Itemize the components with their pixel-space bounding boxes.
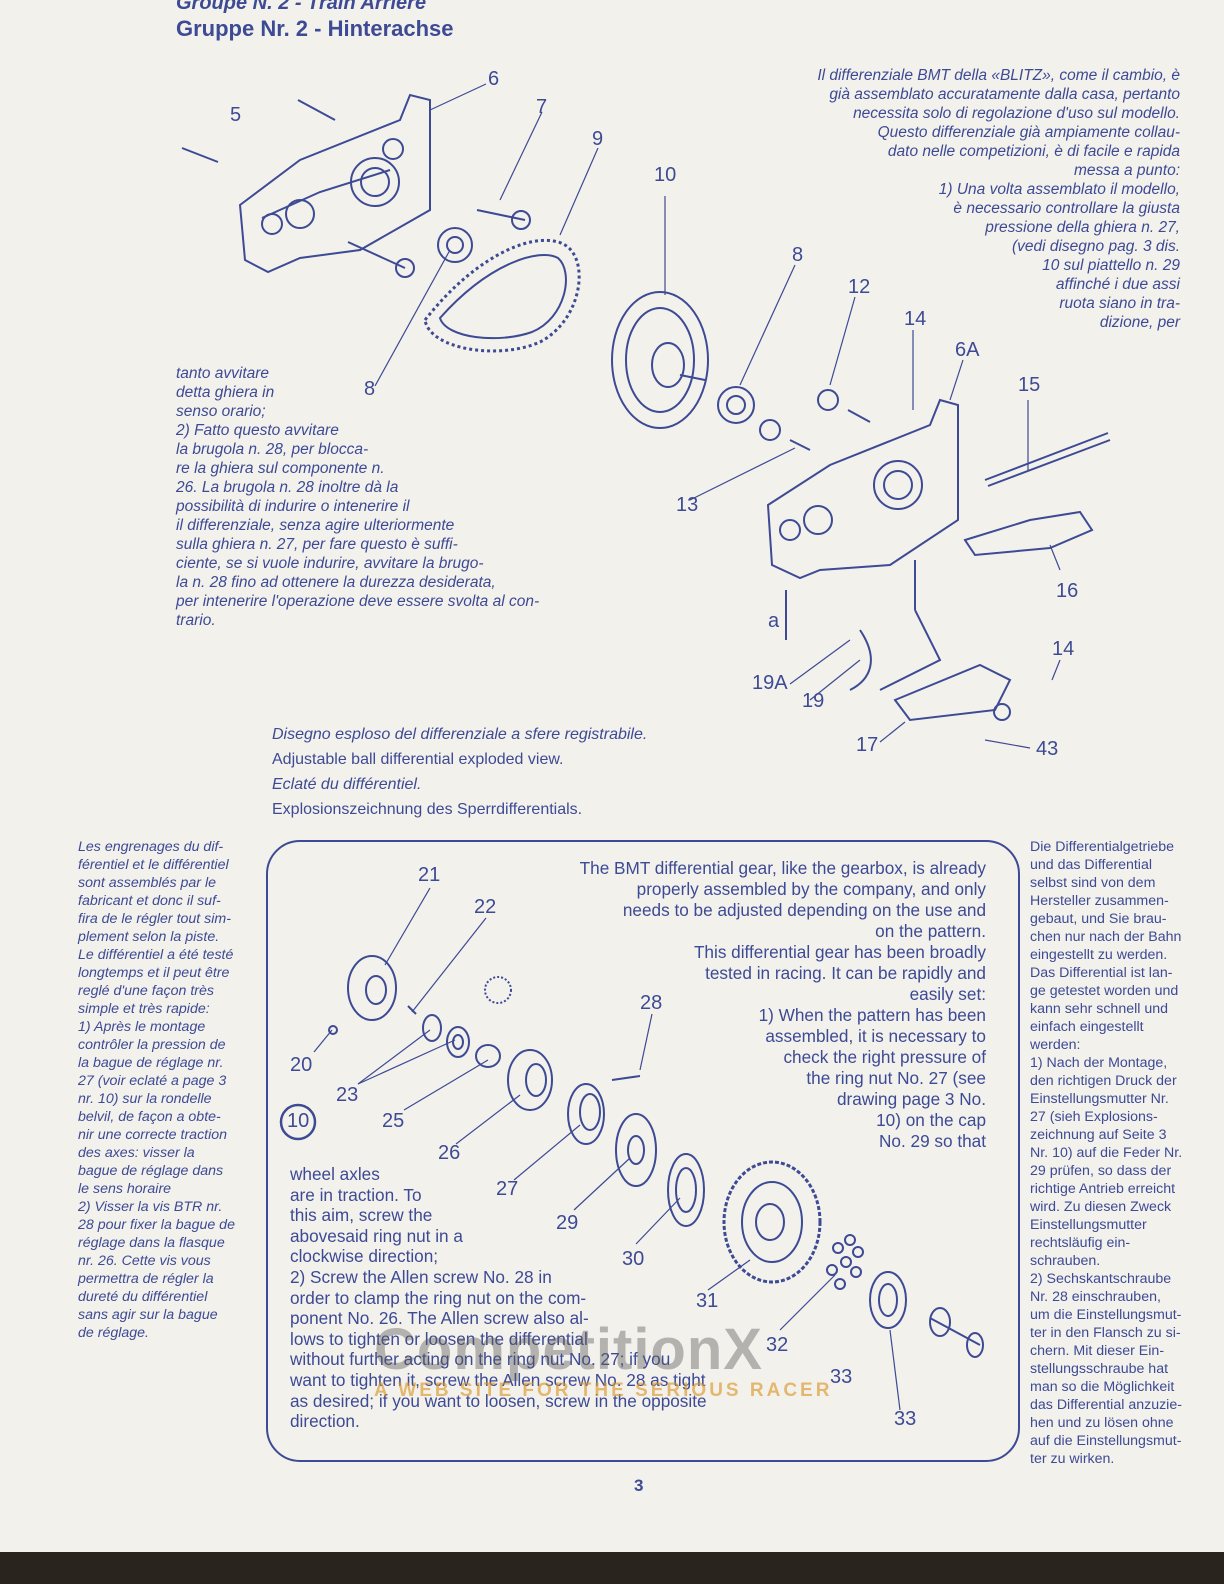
bulkhead-6-drawing bbox=[181, 93, 531, 278]
label-8-right: 8 bbox=[792, 244, 804, 266]
label-19: 19 bbox=[802, 690, 825, 712]
english-text-right: The BMT differential gear, like the gear… bbox=[579, 858, 986, 1151]
label-a: a bbox=[768, 610, 780, 632]
belt-9-drawing bbox=[423, 238, 581, 353]
label-31: 31 bbox=[696, 1290, 719, 1312]
label-19A: 19A bbox=[752, 672, 788, 694]
label-8-left: 8 bbox=[364, 378, 376, 400]
box-leader-lines bbox=[313, 887, 901, 1411]
page-number: 3 bbox=[634, 1476, 644, 1495]
label-33-upper: 33 bbox=[830, 1366, 853, 1388]
german-text: Die Differentialgetriebe und das Differe… bbox=[1030, 839, 1183, 1467]
label-29: 29 bbox=[556, 1212, 579, 1234]
leader-lines bbox=[374, 83, 1061, 749]
label-12: 12 bbox=[848, 276, 871, 298]
label-21: 21 bbox=[418, 864, 441, 886]
label-16: 16 bbox=[1056, 580, 1079, 602]
label-33: 33 bbox=[894, 1408, 917, 1430]
label-23: 23 bbox=[336, 1084, 359, 1106]
caption-italian: Disegno esploso del differenziale a sfer… bbox=[272, 726, 648, 743]
label-30: 30 bbox=[622, 1248, 645, 1270]
label-32: 32 bbox=[766, 1334, 789, 1356]
figure-10-badge: 10 bbox=[287, 1110, 310, 1132]
label-25: 25 bbox=[382, 1110, 405, 1132]
differential-detail-box bbox=[266, 840, 1020, 1462]
page-bottom-edge bbox=[0, 1552, 1224, 1584]
label-14-bottom: 14 bbox=[1052, 638, 1075, 660]
label-15: 15 bbox=[1018, 374, 1041, 396]
label-7: 7 bbox=[536, 96, 548, 118]
parts-drawing bbox=[328, 955, 984, 1358]
bulkhead-6A-drawing bbox=[766, 398, 1111, 580]
caption-french: Eclaté du différentiel. bbox=[272, 776, 422, 793]
italian-text-left: tanto avvitare detta ghiera in senso ora… bbox=[176, 365, 540, 629]
diagram-captions: Disegno esploso del differenziale a sfer… bbox=[272, 722, 647, 822]
italian-text-right: Il differenziale BMT della «BLITZ», come… bbox=[817, 67, 1180, 331]
label-6: 6 bbox=[488, 68, 500, 90]
caption-english: Adjustable ball differential exploded vi… bbox=[272, 751, 564, 768]
arms-drawing bbox=[785, 510, 1094, 722]
watermark-tagline: A WEB SITE FOR THE SERIOUS RACER bbox=[374, 1380, 833, 1401]
french-text: Les engrenages du dif- férentiel et le d… bbox=[78, 839, 235, 1341]
group-title-fr: Groupe N. 2 - Train Arrière bbox=[176, 0, 427, 14]
label-10: 10 bbox=[654, 164, 677, 186]
label-6A: 6A bbox=[955, 339, 980, 361]
label-17: 17 bbox=[856, 734, 879, 756]
watermark-brand: CompetitionX bbox=[374, 1317, 763, 1382]
label-14-top: 14 bbox=[904, 308, 927, 330]
label-28: 28 bbox=[640, 992, 663, 1014]
label-9: 9 bbox=[592, 128, 604, 150]
figure-10-badge-circle bbox=[279, 1103, 317, 1141]
label-13: 13 bbox=[676, 494, 699, 516]
label-22: 22 bbox=[474, 896, 497, 918]
group-title-de: Gruppe Nr. 2 - Hinterachse bbox=[176, 16, 454, 41]
pulley-10-drawing bbox=[611, 291, 871, 451]
label-20: 20 bbox=[290, 1054, 313, 1076]
label-27: 27 bbox=[496, 1178, 519, 1200]
label-5: 5 bbox=[230, 104, 242, 126]
site-watermark: CompetitionX A WEB SITE FOR THE SERIOUS … bbox=[374, 1320, 914, 1410]
label-26: 26 bbox=[438, 1142, 461, 1164]
english-text-left: wheel axles are in traction. To this aim… bbox=[290, 1164, 707, 1432]
label-43: 43 bbox=[1036, 738, 1059, 760]
caption-german: Explosionszeichnung des Sperrdifferentia… bbox=[272, 801, 583, 818]
